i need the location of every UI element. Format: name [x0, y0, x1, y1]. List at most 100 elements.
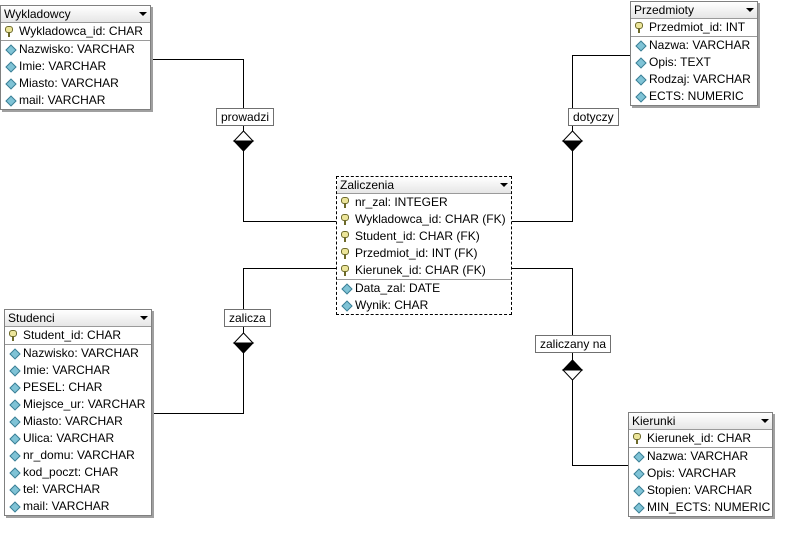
attribute-row[interactable]: Przedmiot_id: INT (FK) [337, 245, 511, 262]
diamond-prowadzi [232, 130, 255, 152]
key-icon [341, 265, 349, 276]
attribute-label: Wykladowca_id: CHAR (FK) [355, 212, 506, 226]
attribute-icon [9, 399, 21, 411]
entity-header[interactable]: Kierunki [629, 413, 772, 430]
key-icon [341, 248, 349, 259]
attribute-row[interactable]: Opis: VARCHAR [629, 465, 772, 482]
entity-header[interactable]: Przedmioty [631, 2, 757, 19]
attribute-row[interactable]: PESEL: CHAR [5, 379, 151, 396]
attribute-row[interactable]: Ulica: VARCHAR [5, 430, 151, 447]
attribute-row[interactable]: mail: VARCHAR [5, 498, 151, 515]
label-zaliczany-na[interactable]: zaliczany na [535, 335, 612, 353]
attribute-row[interactable]: Wykladowca_id: CHAR (FK) [337, 211, 511, 228]
attribute-icon [633, 502, 645, 514]
attribute-row[interactable]: Student_id: CHAR [5, 327, 151, 344]
attribute-row[interactable]: Nazwisko: VARCHAR [1, 41, 150, 58]
attribute-label: Miejsce_ur: VARCHAR [23, 397, 146, 411]
dropdown-arrow-icon[interactable] [500, 183, 508, 187]
attribute-icon [5, 44, 17, 56]
attribute-label: Student_id: CHAR [23, 328, 122, 342]
attribute-row[interactable]: Student_id: CHAR (FK) [337, 228, 511, 245]
attribute-label: Imie: VARCHAR [23, 363, 111, 377]
attribute-row[interactable]: Miasto: VARCHAR [5, 413, 151, 430]
dropdown-arrow-icon[interactable] [139, 12, 147, 16]
attribute-label: tel: VARCHAR [23, 482, 101, 496]
attribute-row[interactable]: Stopien: VARCHAR [629, 482, 772, 499]
attribute-icon [9, 365, 21, 377]
attribute-label: PESEL: CHAR [23, 380, 103, 394]
key-attributes: nr_zal: INTEGER Wykladowca_id: CHAR (FK) S… [337, 194, 511, 279]
label-dotyczy[interactable]: dotyczy [568, 108, 619, 126]
attribute-row[interactable]: Miasto: VARCHAR [1, 75, 150, 92]
attribute-icon [9, 348, 21, 360]
dropdown-arrow-icon[interactable] [140, 316, 148, 320]
attribute-label: Miasto: VARCHAR [19, 76, 119, 90]
attribute-label: Kierunek_id: CHAR [647, 431, 752, 445]
attribute-row[interactable]: mail: VARCHAR [1, 92, 150, 109]
attribute-row[interactable]: Wykladowca_id: CHAR [1, 23, 150, 40]
label-zalicza[interactable]: zalicza [224, 309, 271, 327]
attribute-row[interactable]: Wynik: CHAR [337, 297, 511, 314]
attribute-label: MIN_ECTS: NUMERIC [647, 500, 771, 514]
entity-title: Zaliczenia [340, 178, 395, 192]
attribute-icon [9, 416, 21, 428]
attribute-row[interactable]: Imie: VARCHAR [1, 58, 150, 75]
attribute-row[interactable]: Kierunek_id: CHAR [629, 430, 772, 447]
attribute-row[interactable]: Kierunek_id: CHAR (FK) [337, 262, 511, 279]
attribute-row[interactable]: Opis: TEXT [631, 54, 757, 71]
attribute-label: Nazwisko: VARCHAR [23, 346, 139, 360]
attribute-label: Rodzaj: VARCHAR [649, 72, 751, 86]
attribute-label: Nazwa: VARCHAR [647, 449, 749, 463]
attribute-label: Wynik: CHAR [355, 298, 429, 312]
attribute-row[interactable]: Imie: VARCHAR [5, 362, 151, 379]
attribute-row[interactable]: nr_domu: VARCHAR [5, 447, 151, 464]
attribute-icon [635, 57, 647, 69]
attribute-icon [633, 451, 645, 463]
entity-zaliczenia[interactable]: Zaliczenia nr_zal: INTEGER Wykladowca_id: … [336, 176, 512, 315]
key-attributes: Kierunek_id: CHAR [629, 430, 772, 447]
attribute-label: Miasto: VARCHAR [23, 414, 123, 428]
entity-header[interactable]: Studenci [5, 310, 151, 327]
entity-title: Przedmioty [634, 3, 695, 17]
label-prowadzi[interactable]: prowadzi [216, 108, 275, 126]
entity-header[interactable]: Wykladowcy [1, 6, 150, 23]
attribute-row[interactable]: Rodzaj: VARCHAR [631, 71, 757, 88]
entity-title: Wykladowcy [4, 7, 71, 21]
attribute-icon [9, 450, 21, 462]
attribute-row[interactable]: Data_zal: DATE [337, 280, 511, 297]
attribute-icon [9, 467, 21, 479]
key-icon [635, 22, 643, 33]
attribute-row[interactable]: tel: VARCHAR [5, 481, 151, 498]
attribute-row[interactable]: MIN_ECTS: NUMERIC [629, 499, 772, 516]
entity-header[interactable]: Zaliczenia [337, 177, 511, 194]
attribute-row[interactable]: nr_zal: INTEGER [337, 194, 511, 211]
attribute-row[interactable]: kod_poczt: CHAR [5, 464, 151, 481]
entity-title: Studenci [8, 311, 55, 325]
attribute-row[interactable]: Nazwa: VARCHAR [631, 37, 757, 54]
key-attributes: Student_id: CHAR [5, 327, 151, 344]
attribute-row[interactable]: Nazwisko: VARCHAR [5, 345, 151, 362]
key-icon [633, 433, 641, 444]
attribute-label: Wykladowca_id: CHAR [19, 24, 143, 38]
dropdown-arrow-icon[interactable] [746, 8, 754, 12]
attribute-label: Nazwisko: VARCHAR [19, 42, 135, 56]
attribute-row[interactable]: Miejsce_ur: VARCHAR [5, 396, 151, 413]
dropdown-arrow-icon[interactable] [761, 419, 769, 423]
attribute-icon [635, 91, 647, 103]
diamond-dotyczy [561, 130, 584, 152]
attribute-label: Przedmiot_id: INT (FK) [355, 246, 478, 260]
attribute-label: nr_zal: INTEGER [355, 195, 448, 209]
key-attributes: Wykladowca_id: CHAR [1, 23, 150, 40]
entity-title: Kierunki [632, 414, 676, 428]
attribute-row[interactable]: Nazwa: VARCHAR [629, 448, 772, 465]
attribute-row[interactable]: Przedmiot_id: INT [631, 19, 757, 36]
attribute-row[interactable]: ECTS: NUMERIC [631, 88, 757, 105]
attribute-label: Student_id: CHAR (FK) [355, 229, 480, 243]
